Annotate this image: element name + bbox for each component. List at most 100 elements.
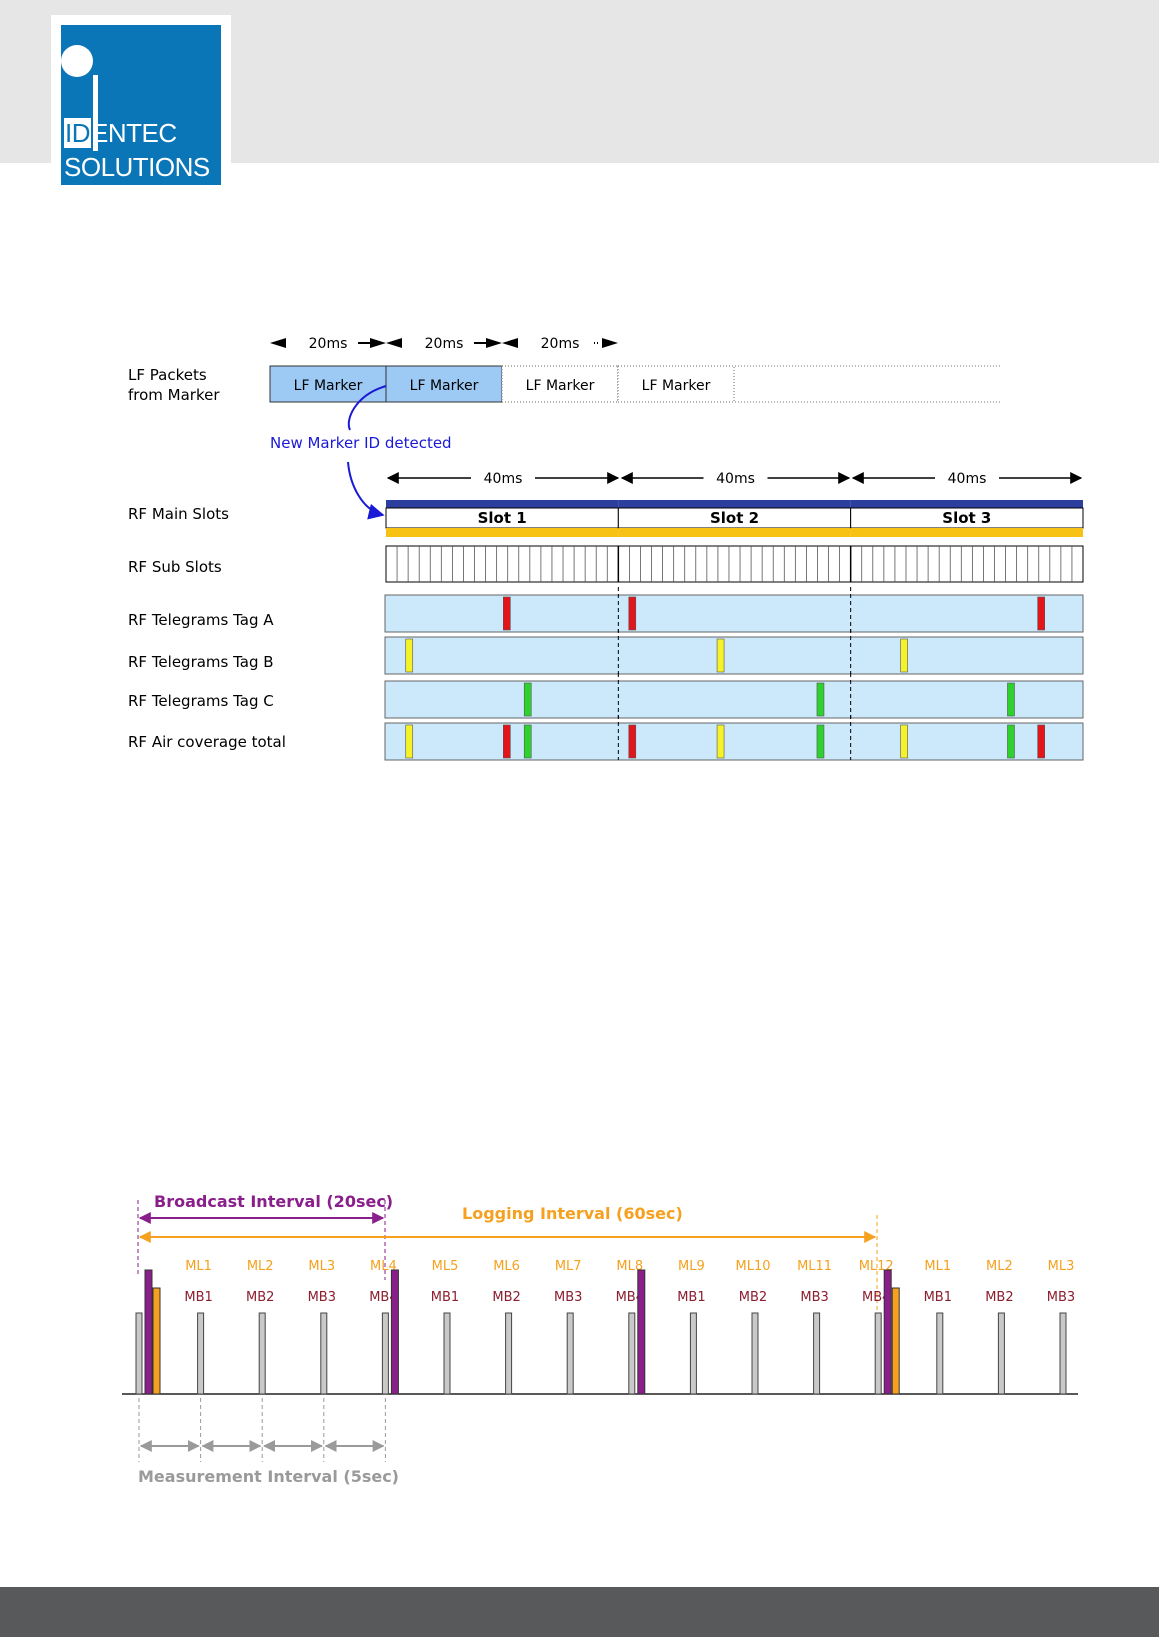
broadcast-bar xyxy=(637,1269,646,1395)
rf-sub-slots xyxy=(385,545,1084,583)
mb-label: MB3 xyxy=(308,1290,336,1305)
measurement-bar xyxy=(135,1312,143,1395)
ml-label: ML4 xyxy=(370,1259,397,1274)
mb-label: MB1 xyxy=(431,1290,459,1305)
mb-label: MB3 xyxy=(554,1290,582,1305)
rf-main-slots: Slot 1 Slot 2 Slot 3 xyxy=(385,500,1084,537)
tag-a-telegram xyxy=(503,724,511,759)
mb-label: MB4 xyxy=(616,1290,644,1305)
mb-label: MB2 xyxy=(492,1290,520,1305)
lf-packet-box xyxy=(385,365,503,403)
logo-dot-icon xyxy=(61,45,93,77)
ml-label: ML8 xyxy=(616,1259,643,1274)
tag-c-telegram xyxy=(816,724,825,759)
tag-c-telegram xyxy=(1007,682,1015,717)
slot-top-bar xyxy=(850,500,1083,508)
detect-curve-upper xyxy=(347,385,387,431)
ml-label: ML9 xyxy=(678,1259,705,1274)
lf-interval-label: 20ms xyxy=(309,336,348,352)
rf-interval-arrows: 40ms 40ms 40ms xyxy=(386,471,1083,487)
measurement-bar xyxy=(689,1312,697,1395)
subslot-frame xyxy=(385,545,1084,583)
mb-label: MB3 xyxy=(800,1290,828,1305)
measurement-bar xyxy=(628,1312,636,1395)
broadcast-bar xyxy=(144,1269,153,1395)
tag-c-telegram xyxy=(1007,724,1015,759)
interval-diagram: Broadcast Interval (20sec) Logging Inter… xyxy=(122,1192,1078,1486)
ml-label: ML6 xyxy=(493,1259,520,1274)
logging-label: Logging Interval (60sec) xyxy=(462,1204,683,1223)
tag-b-telegram xyxy=(405,724,414,759)
broadcast-bar xyxy=(390,1269,399,1395)
ml-label: ML1 xyxy=(924,1259,951,1274)
measurement-bar xyxy=(874,1312,882,1395)
slot-top-bar xyxy=(618,500,851,508)
measurement-bars xyxy=(135,1269,1067,1395)
rf-sub-slots-label: RF Sub Slots xyxy=(128,558,222,576)
measurement-bar xyxy=(381,1312,389,1395)
measurement-bar xyxy=(505,1312,513,1395)
mb-label: MB2 xyxy=(985,1290,1013,1305)
rf-air-coverage-label: RF Air coverage total xyxy=(128,733,286,751)
mb-label: MB2 xyxy=(739,1290,767,1305)
logo-bar-icon xyxy=(93,75,98,151)
ml-label: ML3 xyxy=(1048,1259,1075,1274)
measurement-label: Measurement Interval (5sec) xyxy=(138,1467,399,1486)
lf-interval-label: 20ms xyxy=(425,336,464,352)
lf-interval-arrowhead-left xyxy=(270,338,286,348)
tag-c-lane xyxy=(384,680,1084,719)
footer-band xyxy=(0,1587,1159,1637)
ml-label: ML7 xyxy=(555,1259,582,1274)
tag-b-telegram xyxy=(900,724,908,759)
mb-label: MB4 xyxy=(862,1290,890,1305)
tag-b-telegram xyxy=(716,638,725,673)
rf-interval-label: 40ms xyxy=(484,471,523,487)
lf-packets-label: LF Packets xyxy=(128,366,207,384)
rf-main-slots-label: RF Main Slots xyxy=(128,505,229,523)
identec-logo: IDENTEC SOLUTIONS xyxy=(61,25,221,185)
tag-a-telegram xyxy=(1037,724,1045,759)
lf-packet-label: LF Marker xyxy=(294,378,363,394)
lf-from-marker-label: from Marker xyxy=(128,386,220,404)
rf-interval-label: 40ms xyxy=(948,471,987,487)
measurement-bar xyxy=(751,1312,759,1395)
lf-interval-arrowhead-right xyxy=(370,338,386,348)
lf-packet-box xyxy=(501,365,619,403)
measurement-bar xyxy=(997,1312,1005,1395)
tag-a-lane xyxy=(384,594,1084,633)
lf-interval-arrowhead-right xyxy=(602,338,618,348)
ml-label: ML11 xyxy=(797,1259,832,1274)
rf-interval-label: 40ms xyxy=(716,471,755,487)
logo-line-2: SOLUTIONS xyxy=(64,152,210,182)
measurement-bar xyxy=(443,1312,451,1395)
mb-label: MB4 xyxy=(369,1290,397,1305)
lf-interval-arrowhead-right xyxy=(486,338,502,348)
lf-packet-label: LF Marker xyxy=(642,378,711,394)
rf-tag-b-label: RF Telegrams Tag B xyxy=(128,653,274,671)
ml-label: ML1 xyxy=(185,1259,212,1274)
slot-top-bar xyxy=(386,500,619,508)
ml-label: ML10 xyxy=(735,1259,770,1274)
measurement-arrows xyxy=(138,1398,386,1462)
mb-label: MB1 xyxy=(924,1290,952,1305)
slot-label: Slot 2 xyxy=(710,509,759,527)
ml-label: ML5 xyxy=(432,1259,459,1274)
lf-interval-arrowhead-left xyxy=(502,338,518,348)
slot-label: Slot 1 xyxy=(478,509,527,527)
slot-bottom-bar xyxy=(850,528,1083,537)
measurement-bar xyxy=(936,1312,944,1395)
mb-label: MB2 xyxy=(246,1290,274,1305)
tag-b-telegram xyxy=(900,638,908,673)
slot-bottom-bar xyxy=(618,528,851,537)
mb-label: MB1 xyxy=(677,1290,705,1305)
rf-telegram-lanes xyxy=(384,587,1084,761)
ml-label: ML2 xyxy=(986,1259,1013,1274)
tag-b-telegram xyxy=(405,638,414,673)
slot-label: Slot 3 xyxy=(942,509,991,527)
tag-c-telegram xyxy=(523,682,532,717)
